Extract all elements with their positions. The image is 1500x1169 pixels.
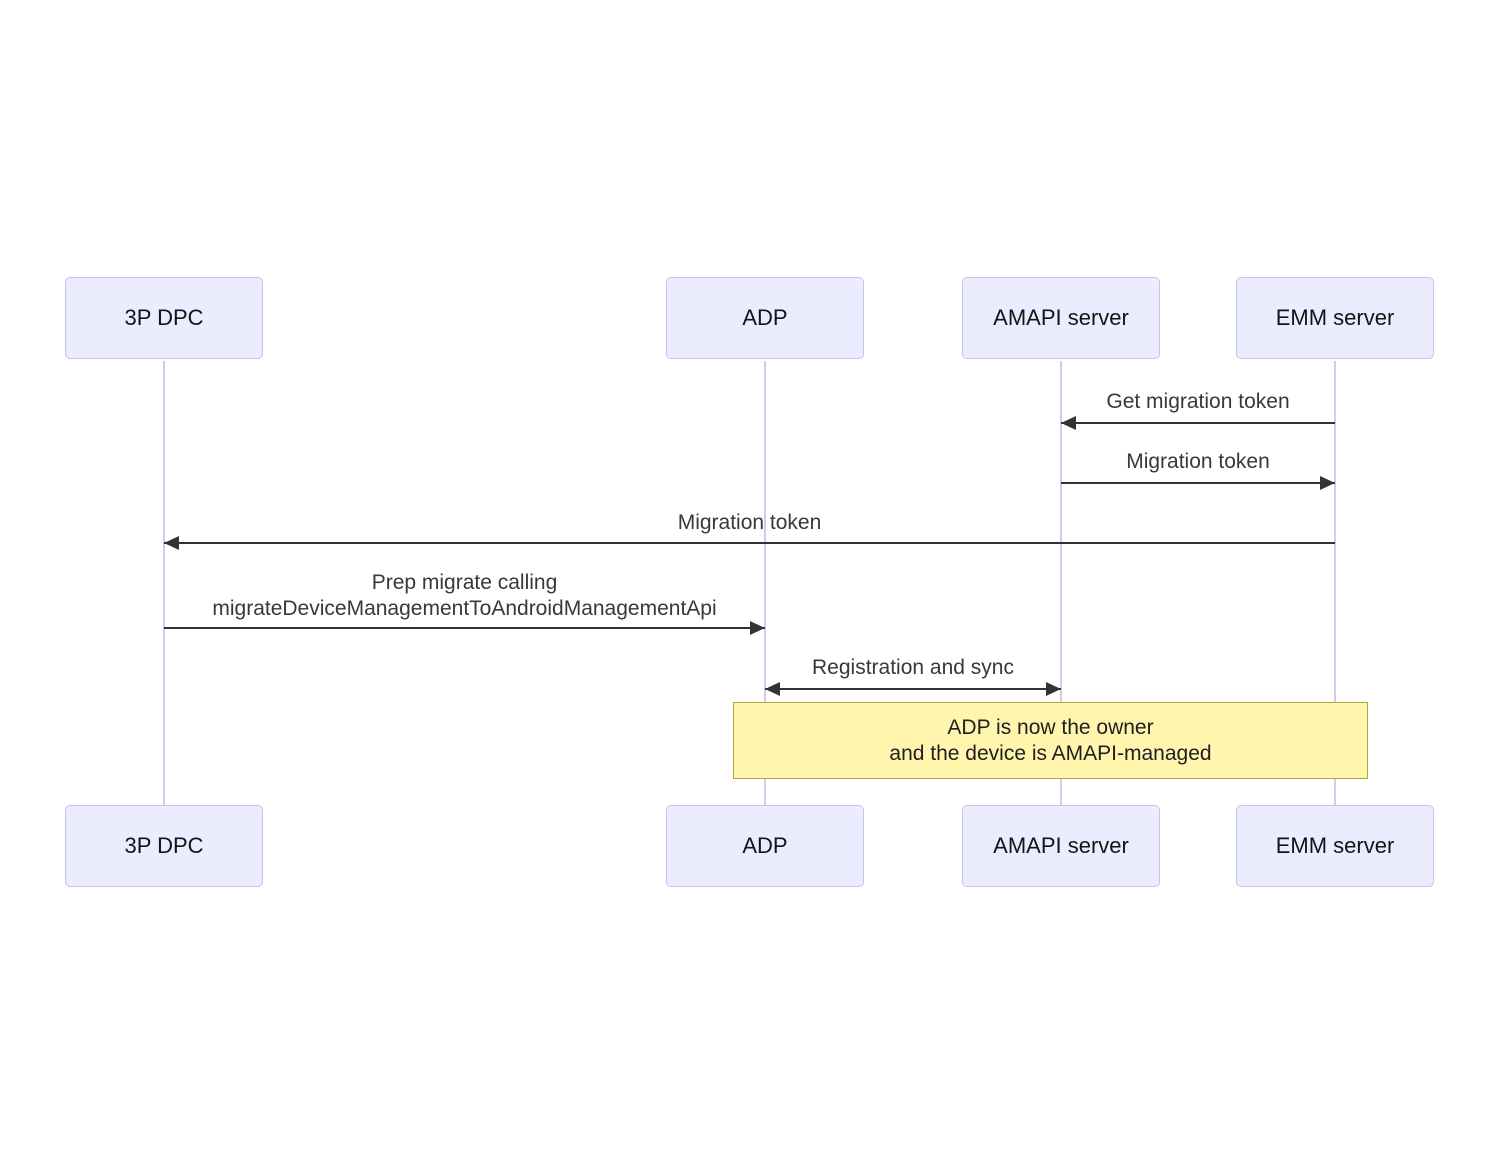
actor-label: EMM server (1275, 833, 1395, 858)
message-line (765, 688, 1061, 690)
lifeline-3p-dpc (163, 361, 165, 805)
actor-bottom-3p-dpc: 3P DPC (65, 805, 263, 887)
actor-label: AMAPI server (993, 305, 1129, 330)
message-prep-migrate: Prep migrate calling migrateDeviceManage… (164, 570, 765, 642)
actor-top-amapi-server: AMAPI server (962, 277, 1160, 359)
message-label-line2: migrateDeviceManagementToAndroidManageme… (212, 597, 717, 620)
message-registration-and-sync: Registration and sync (765, 655, 1061, 703)
actor-top-emm-server: EMM server (1236, 277, 1434, 359)
arrowhead-right (750, 621, 765, 635)
actor-label: 3P DPC (124, 833, 204, 858)
message-migration-token-to-dpc: Migration token (164, 510, 1335, 558)
message-label-line1: Prep migrate calling (371, 571, 558, 594)
message-label: Get migration token (1106, 390, 1290, 413)
note-adp-owner: ADP is now the owner and the device is A… (733, 702, 1368, 779)
note-line1: ADP is now the owner (947, 715, 1154, 739)
message-label: Migration token (1126, 450, 1270, 473)
message-line (164, 627, 765, 629)
message-label: Registration and sync (812, 656, 1014, 679)
note-line2: and the device is AMAPI-managed (889, 741, 1212, 765)
message-label: Migration token (677, 511, 822, 534)
arrowhead-left (164, 536, 179, 550)
actor-label: 3P DPC (124, 305, 204, 330)
actor-top-adp: ADP (666, 277, 864, 359)
message-get-migration-token: Get migration token (1061, 389, 1335, 437)
message-migration-token-to-emm: Migration token (1061, 449, 1335, 497)
arrowhead-left (765, 682, 780, 696)
message-line (1061, 422, 1335, 424)
message-line (1061, 482, 1335, 484)
actor-bottom-adp: ADP (666, 805, 864, 887)
actor-bottom-amapi-server: AMAPI server (962, 805, 1160, 887)
arrowhead-right (1320, 476, 1335, 490)
message-line (164, 542, 1335, 544)
actor-top-3p-dpc: 3P DPC (65, 277, 263, 359)
actor-label: EMM server (1275, 305, 1395, 330)
lifeline-adp (764, 361, 766, 805)
actor-bottom-emm-server: EMM server (1236, 805, 1434, 887)
actor-label: ADP (742, 305, 788, 330)
lifeline-emm-server (1334, 361, 1336, 805)
actor-label: ADP (742, 833, 788, 858)
arrowhead-left (1061, 416, 1076, 430)
arrowhead-right (1046, 682, 1061, 696)
lifeline-amapi-server (1060, 361, 1062, 805)
actor-label: AMAPI server (993, 833, 1129, 858)
